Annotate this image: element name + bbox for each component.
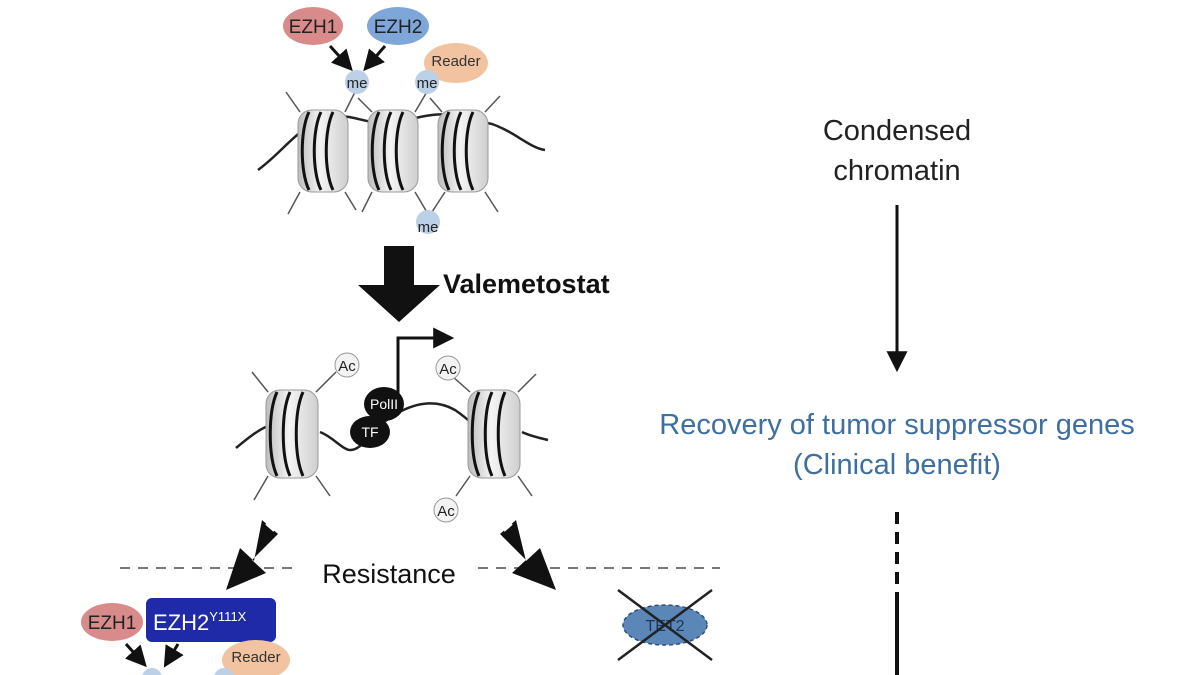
histone-tail [251,371,537,501]
me-label-3: me [418,219,439,236]
resistance-arrows: Resistance [120,520,720,590]
ezh1-blob [81,603,143,641]
condensed-line1: Condensed [823,115,971,147]
top-complex: EZH1 EZH2 Reader [283,7,488,83]
mutant-ezh1-label: EZH1 [88,613,137,634]
mutant-ezh2-label: EZH2 [153,610,209,635]
tf-label: TF [361,424,378,440]
me-label-2: me [417,75,438,92]
ac-label-1: Ac [338,358,356,375]
resistance-label: Resistance [322,559,456,589]
polii-label: PolII [370,396,398,412]
arrow-stripes [265,520,279,532]
ac-mark-1 [334,352,360,378]
ezh1-label: EZH1 [289,17,338,38]
open-chromatin: PolII TF Ac Ac Ac [235,327,549,523]
ac-label-3: Ac [437,503,455,520]
ac-mark-2 [435,355,461,381]
arrow-icon [358,246,440,322]
nucleosome-icon [467,389,521,479]
arrow-icon [124,642,147,668]
right-panel: Condensed chromatin Recovery of tumor su… [659,115,1135,675]
ezh1-blob [283,7,343,45]
reader-blob [424,43,488,83]
repressed-chromatin: me me me [257,70,546,236]
condensed-line2: chromatin [833,155,960,187]
nucleosome-icon [297,109,349,193]
mutant-complex: EZH1 EZH2Y111X Reader [81,598,290,675]
arrow-icon [163,643,184,668]
tss-arrow [396,327,455,398]
nucleosome-icon [367,109,419,193]
me-mark-1 [345,70,369,94]
mutant-ezh2-text: EZH2Y111X [153,609,247,635]
me-mark-3 [416,210,440,234]
ezh2-blob [367,7,429,45]
ac-mark-3 [433,497,459,523]
nucleosome-icon [265,389,319,479]
me-mark-5 [214,668,234,675]
recovery-line2: (Clinical benefit) [793,449,1001,481]
mutant-ezh2-superscript: Y111X [209,609,246,624]
tf-blob [350,416,390,448]
reader-label: Reader [431,53,480,70]
ezh2-mutant-box [146,598,276,642]
drug-arrow: Valemetostat [358,246,610,322]
nucleosome-icon [437,109,489,193]
me-mark-2 [415,70,439,94]
recovery-line1: Recovery of tumor suppressor genes [659,409,1135,441]
arrow-icon [328,44,353,72]
arrow-stripes [499,520,513,532]
me-mark-4 [142,668,162,675]
drug-label: Valemetostat [443,269,610,299]
reader-blob [222,640,290,675]
histone-tail [285,89,501,215]
mutant-reader-label: Reader [231,649,280,666]
tet2-loss: TET2 [617,588,713,662]
arrow-icon [500,520,556,590]
arrow-icon [363,45,387,72]
ezh2-label: EZH2 [374,17,423,38]
cross-mark-icon [617,588,713,662]
ac-label-2: Ac [439,361,457,378]
me-label-1: me [347,75,368,92]
arrow-icon [226,520,278,590]
polii-blob [364,387,404,421]
